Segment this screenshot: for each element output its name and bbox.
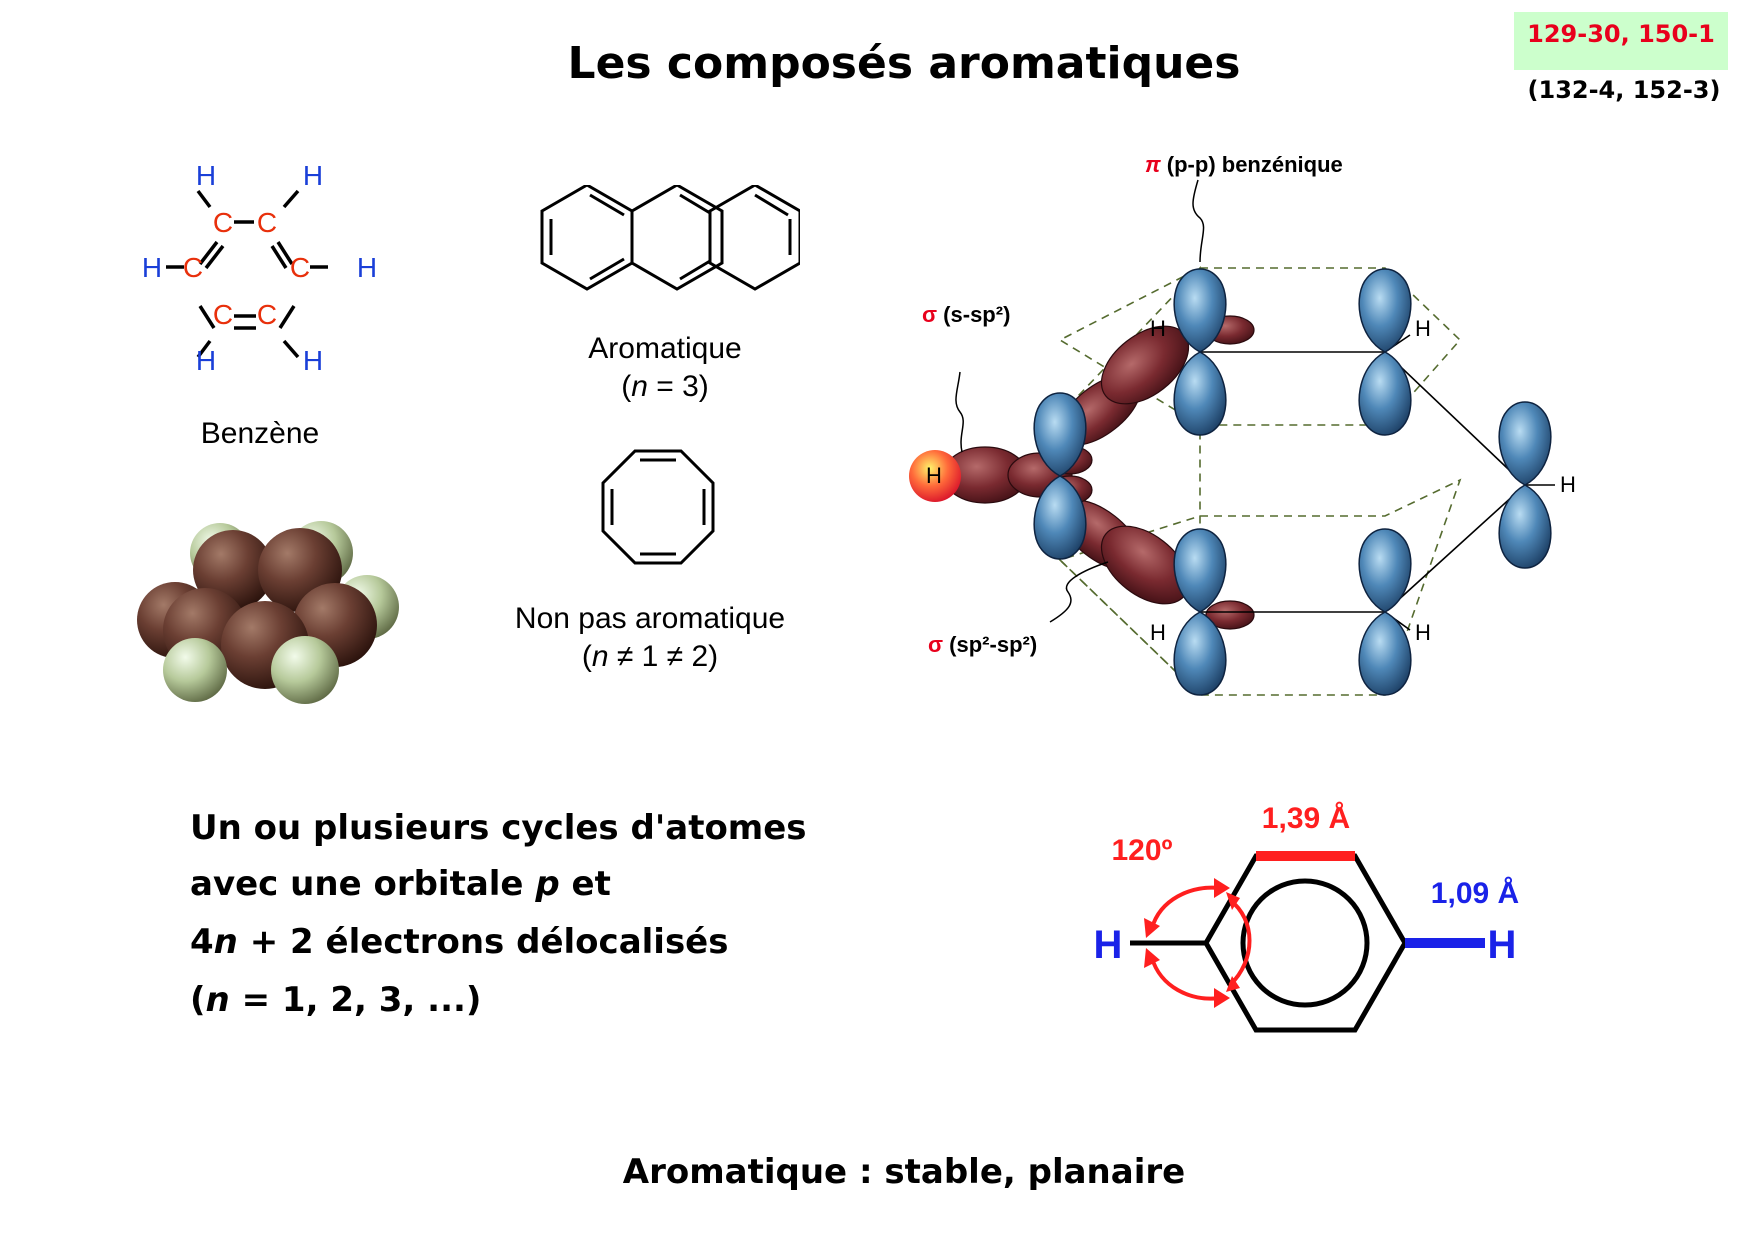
carbon-atom: C [213, 299, 233, 330]
pi-bond-label: π (p-p) benzénique [1145, 152, 1343, 177]
carbon-atom: C [183, 252, 203, 283]
hydrogen-atom: H [196, 345, 216, 376]
cc-bond-length: 1,39 Å [1262, 802, 1350, 835]
ch-bond-length: 1,09 Å [1431, 877, 1519, 910]
cyclooctatetraene-label: Non pas aromatique (n ≠ 1 ≠ 2) [485, 600, 815, 676]
benzene-geometry-diagram: 1,39 Å 120º 1,09 Å H H [1094, 802, 1519, 1033]
anthracene-aromatic-label: Aromatique [588, 332, 742, 365]
reference-pages-alt: (132-4, 152-3) [1527, 76, 1721, 104]
hydrogen-atom: H [196, 160, 216, 191]
benzene-name: Benzène [200, 417, 320, 450]
hydrogen-atom: H [357, 252, 377, 283]
benzene-space-filling-model [137, 521, 399, 704]
hydrogen-atom: H [142, 252, 162, 283]
benzene-structural-formula: C C C C C C H H H H H H [142, 160, 377, 376]
carbon-atom: C [290, 252, 310, 283]
hydrogen-label: H [1415, 316, 1431, 341]
non-aromatic-label: Non pas aromatique [514, 602, 786, 635]
hydrogen-label: H [1150, 620, 1166, 645]
bond-angle: 120º [1111, 834, 1172, 867]
hydrogen-right: H [1488, 923, 1517, 967]
rule-line-4: (n = 1, 2, 3, ...) [190, 980, 482, 1020]
sigma-s-sp2-label: σ (s-sp²) [922, 302, 1010, 327]
hydrogen-label: H [926, 463, 942, 488]
anthracene-structure [540, 185, 800, 291]
cyclooctatetraene-structure [601, 449, 715, 565]
sigma-sp2-sp2-label: σ (sp²-sp²) [928, 632, 1037, 657]
anthracene-n-value: (n = 3) [621, 370, 709, 403]
hydrogen-label: H [1150, 316, 1166, 341]
cyclooctatetraene-n-value: (n ≠ 1 ≠ 2) [581, 640, 719, 673]
reference-pages-badge: 129-30, 150-1 [1514, 12, 1728, 70]
footer-summary: Aromatique : stable, planaire [622, 1152, 1186, 1192]
hydrogen-label: H [1560, 472, 1576, 497]
hydrogen-atom: H [303, 160, 323, 191]
rule-line-2: avec une orbitale p et [190, 864, 611, 904]
page-title: Les composés aromatiques [567, 38, 1241, 89]
hydrogen-label: H [1415, 620, 1431, 645]
anthracene-label: Aromatique (n = 3) [535, 330, 795, 406]
hydrogen-left: H [1094, 923, 1123, 967]
benzene-orbital-diagram: π (p-p) benzénique σ (s-sp²) σ (sp²-sp²)… [909, 152, 1576, 697]
hydrogen-atom: H [303, 345, 323, 376]
carbon-atom: C [257, 299, 277, 330]
carbon-atom: C [257, 207, 277, 238]
rule-line-3: 4n + 2 électrons délocalisés [190, 922, 729, 962]
rule-line-1: Un ou plusieurs cycles d'atomes [190, 808, 807, 848]
carbon-atom: C [213, 207, 233, 238]
